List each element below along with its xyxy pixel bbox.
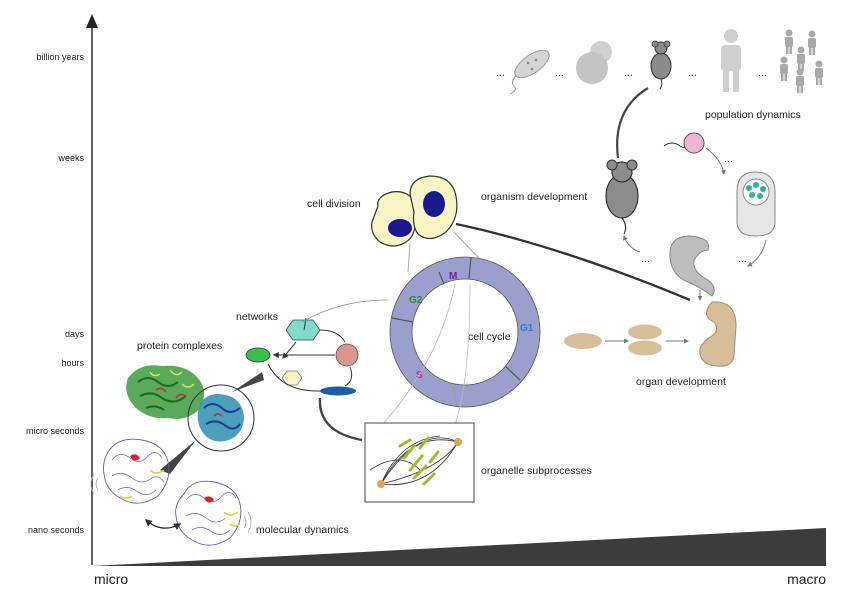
y-axis-labels: billion years weeks days hours micro sec… [26, 52, 85, 535]
ellipsis-8: ... [641, 253, 650, 265]
blastocyst-icon [736, 171, 776, 237]
population-icon [780, 29, 823, 93]
y-label-weeks: weeks [57, 153, 84, 163]
phase-g2: G2 [409, 295, 423, 306]
mouse-icon-small [650, 40, 672, 90]
molecule-structure-1 [90, 438, 170, 504]
mouse-icon-large [605, 159, 639, 235]
ellipsis-2: ... [555, 67, 564, 79]
label-cell-division: cell division [307, 198, 361, 210]
y-label-billion-years: billion years [36, 52, 84, 62]
label-organism-development: organism development [481, 191, 587, 203]
y-label-hours: hours [61, 358, 84, 368]
label-population-dynamics: population dynamics [705, 109, 801, 121]
protein-complex-structure [126, 365, 205, 419]
phase-m: M [449, 271, 457, 282]
yeast-icon [576, 41, 612, 84]
population-row: ... ... ... ... ... [496, 29, 823, 121]
embryo-icon [669, 235, 715, 297]
cell-cycle: M G1 G2 S cell cycle [381, 256, 541, 426]
ellipsis-5: ... [758, 67, 767, 79]
human-icon [721, 29, 741, 92]
label-organ-development: organ development [636, 376, 726, 388]
y-label-nano-seconds: nano seconds [28, 525, 85, 535]
cell-division: cell division [307, 175, 691, 302]
arrow-to-population [616, 87, 649, 159]
x-label-macro: macro [787, 571, 826, 587]
kidney-icon [699, 301, 737, 367]
molecule-structure-2 [175, 480, 252, 546]
ellipsis-4: ... [688, 67, 697, 79]
label-networks: networks [236, 311, 278, 323]
organism-development-cycle: organism development ... ... ... [481, 87, 776, 301]
networks: networks [232, 299, 389, 442]
label-protein-complexes: protein complexes [137, 340, 222, 352]
scale-wedge [92, 528, 826, 566]
y-axis [86, 14, 98, 565]
bacterium-icon [509, 49, 550, 95]
label-molecular-dynamics: molecular dynamics [256, 524, 349, 536]
label-cell-cycle: cell cycle [468, 331, 511, 343]
phase-g1: G1 [520, 323, 534, 334]
ellipsis-7: ... [738, 253, 747, 265]
phase-s: S [416, 370, 423, 381]
organelle-subprocesses: organelle subprocesses [364, 422, 592, 503]
y-label-days: days [65, 329, 85, 339]
ellipsis-6: ... [724, 153, 733, 165]
y-label-micro-seconds: micro seconds [26, 426, 85, 436]
protein-complexes: protein complexes [126, 340, 255, 474]
ellipsis-3: ... [624, 67, 633, 79]
ellipsis-1: ... [496, 67, 505, 79]
x-label-micro: micro [94, 571, 128, 587]
organ-development: organ development [564, 301, 737, 388]
protein-domain-structure [197, 394, 244, 442]
label-organelle-subprocesses: organelle subprocesses [481, 465, 592, 477]
molecular-dynamics: molecular dynamics [90, 438, 349, 546]
egg-sperm-icon [663, 132, 705, 154]
